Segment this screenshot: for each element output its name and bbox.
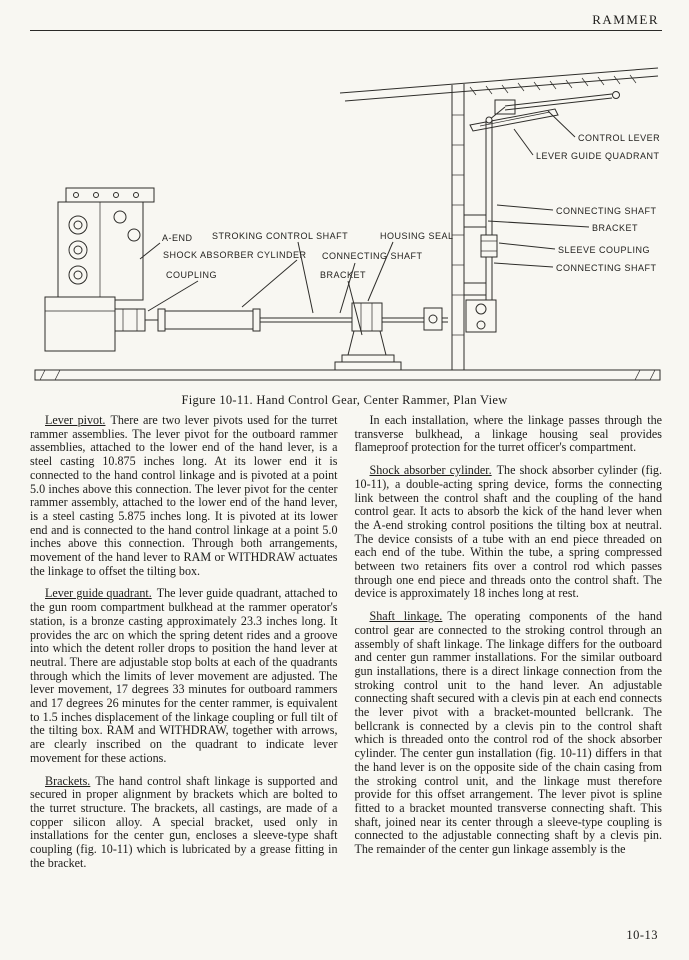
paragraph-shaft-linkage: Shaft linkage.The operating components o…: [354, 609, 663, 857]
lever-pivot-bracket: [465, 299, 497, 333]
label-connecting-shaft-upper: CONNECTING SHAFT: [556, 206, 657, 216]
paragraph-shock-absorber-cylinder: Shock absorber cylinder.The shock absorb…: [354, 463, 663, 601]
paragraph-text: The shock absorber cylinder (fig. 10-11)…: [354, 463, 663, 601]
shock-absorber-cylinder-part: [157, 308, 352, 332]
paragraph-text: There are two lever pivots used for the …: [30, 413, 338, 578]
vertical-connecting-shaft: [463, 106, 506, 333]
left-column: Lever pivot.There are two lever pivots u…: [30, 413, 338, 880]
label-bracket-mid: BRACKET: [320, 270, 366, 280]
bracket-upper: [463, 214, 487, 228]
a-end-assembly: [44, 187, 158, 352]
paragraph-heading: Shock absorber cylinder.: [369, 463, 492, 478]
paragraph-heading: Lever guide quadrant.: [45, 586, 152, 601]
paragraph-heading: Brackets.: [45, 773, 91, 788]
label-control-lever: CONTROL LEVER: [578, 133, 660, 143]
paragraph-lever-pivot: Lever pivot.There are two lever pivots u…: [30, 413, 338, 578]
label-bracket-right: BRACKET: [592, 223, 638, 233]
paragraph-housing-seal-continuation: In each installation, where the linkage …: [354, 413, 663, 455]
label-a-end: A-END: [162, 233, 193, 243]
sleeve-coupling-part: [480, 234, 498, 258]
label-connecting-shaft-lower: CONNECTING SHAFT: [556, 263, 657, 273]
deck-structure: [339, 67, 659, 102]
paragraph-text: The operating components of the hand con…: [354, 609, 663, 857]
label-shock-absorber-cylinder: SHOCK ABSORBER CYLINDER: [163, 250, 307, 260]
figure-caption: Figure 10-11. Hand Control Gear, Center …: [181, 393, 508, 407]
running-head: RAMMER: [592, 12, 659, 27]
bracket-lower: [463, 282, 487, 296]
label-coupling: COUPLING: [166, 270, 217, 280]
label-housing-seal: HOUSING SEAL: [380, 231, 454, 241]
body-text: Lever pivot.There are two lever pivots u…: [30, 413, 663, 880]
leader-lines: [139, 110, 590, 336]
label-connecting-shaft-mid: CONNECTING SHAFT: [322, 251, 423, 261]
label-sleeve-coupling: SLEEVE COUPLING: [558, 245, 650, 255]
page-number: 10-13: [626, 928, 658, 942]
paragraph-brackets: Brackets.The hand control shaft linkage …: [30, 773, 338, 871]
paragraph-heading: Lever pivot.: [45, 413, 106, 427]
figure-10-11-diagram: CONTROL LEVER LEVER GUIDE QUADRANT CONNE…: [34, 67, 661, 381]
deck-bottom: [34, 369, 661, 381]
diagram-labels: CONTROL LEVER LEVER GUIDE QUADRANT CONNE…: [162, 133, 660, 280]
paragraph-heading: Shaft linkage.: [369, 609, 443, 624]
label-lever-guide-quadrant: LEVER GUIDE QUADRANT: [536, 151, 660, 161]
right-column: In each installation, where the linkage …: [354, 413, 663, 880]
label-stroking-control-shaft: STROKING CONTROL SHAFT: [212, 231, 348, 241]
paragraph-lever-guide-quadrant: Lever guide quadrant.The lever guide qua…: [30, 587, 338, 765]
chain-casing: [451, 88, 465, 372]
housing-seal-assembly: [334, 302, 448, 371]
paragraph-text: In each installation, where the linkage …: [354, 413, 663, 455]
paragraph-text: The hand control shaft linkage is suppor…: [30, 773, 338, 870]
coupling-part: [114, 308, 146, 332]
paragraph-text: The lever guide quadrant, attached to th…: [30, 586, 338, 765]
header-rule: [30, 30, 662, 31]
